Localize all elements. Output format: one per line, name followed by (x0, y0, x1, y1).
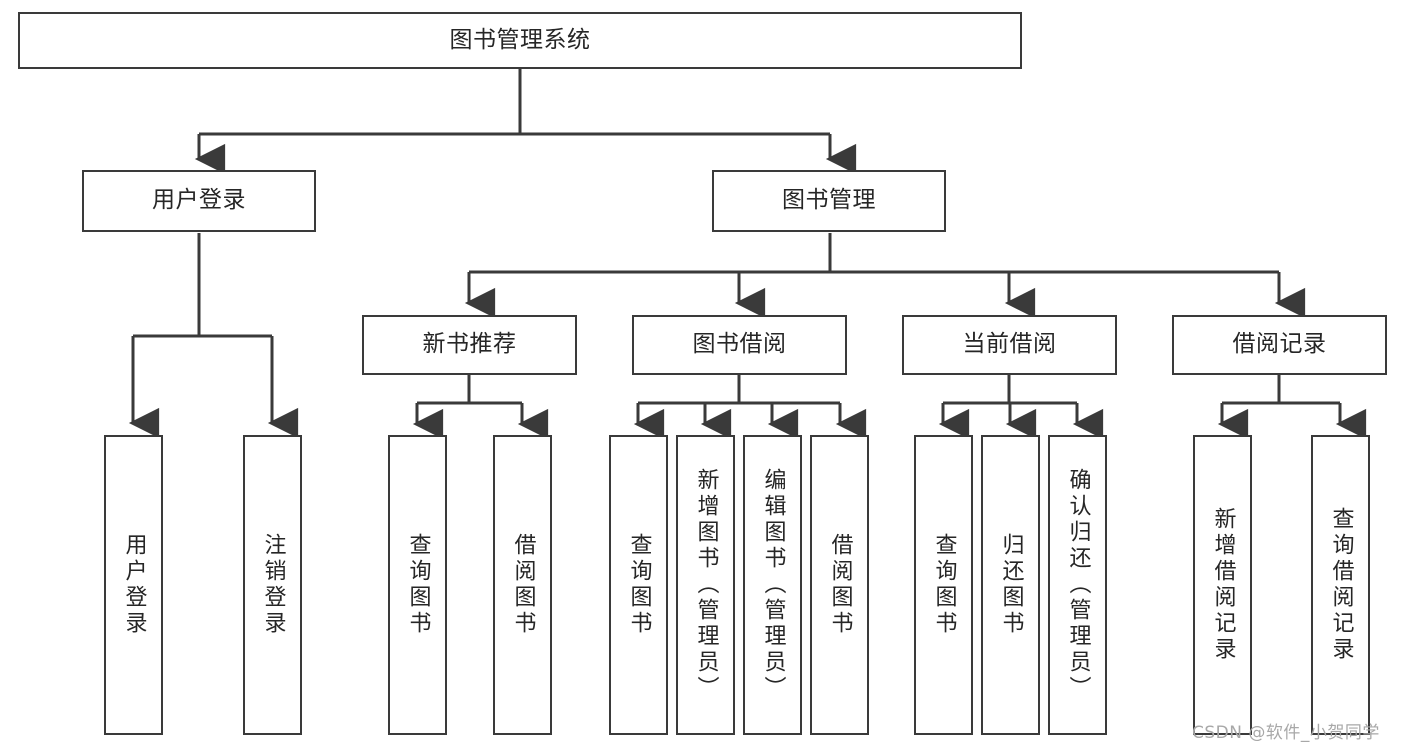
node-label: 当前借阅 (962, 331, 1057, 358)
leaf-borrow-record-query-record[interactable]: 查询借阅记录 (1311, 435, 1370, 735)
node-book-management[interactable]: 图书管理 (712, 170, 946, 232)
node-label: 借阅记录 (1232, 331, 1327, 358)
node-label: 查询图书 (626, 533, 652, 637)
node-label: 新增图书（管理员） (693, 468, 719, 702)
node-label: 确认归还（管理员） (1065, 468, 1091, 702)
node-label: 查询图书 (931, 533, 957, 637)
node-label: 借阅图书 (510, 533, 536, 637)
node-borrow-record[interactable]: 借阅记录 (1172, 315, 1387, 375)
node-label: 查询图书 (405, 533, 431, 637)
node-label: 用户登录 (152, 187, 246, 214)
node-book-borrow[interactable]: 图书借阅 (632, 315, 847, 375)
leaf-current-borrow-return-book[interactable]: 归还图书 (981, 435, 1040, 735)
leaf-current-borrow-confirm-return-admin[interactable]: 确认归还（管理员） (1048, 435, 1107, 735)
leaf-book-borrow-query-book[interactable]: 查询图书 (609, 435, 668, 735)
node-label: 用户登录 (121, 533, 147, 637)
node-label: 新书推荐 (422, 331, 517, 358)
leaf-user-login-logout[interactable]: 注销登录 (243, 435, 302, 735)
node-current-borrow[interactable]: 当前借阅 (902, 315, 1117, 375)
leaf-current-borrow-query-book[interactable]: 查询图书 (914, 435, 973, 735)
node-new-book-recommend[interactable]: 新书推荐 (362, 315, 577, 375)
leaf-book-borrow-edit-book-admin[interactable]: 编辑图书（管理员） (743, 435, 802, 735)
node-label: 注销登录 (260, 533, 286, 637)
leaf-book-borrow-borrow-book[interactable]: 借阅图书 (810, 435, 869, 735)
node-label: 图书管理系统 (449, 26, 591, 53)
leaf-book-borrow-add-book-admin[interactable]: 新增图书（管理员） (676, 435, 735, 735)
node-root-book-management-system[interactable]: 图书管理系统 (18, 12, 1022, 69)
node-label: 查询借阅记录 (1328, 507, 1354, 663)
leaf-new-book-query-book[interactable]: 查询图书 (388, 435, 447, 735)
leaf-borrow-record-add-record[interactable]: 新增借阅记录 (1193, 435, 1252, 735)
node-label: 图书借阅 (692, 331, 787, 358)
node-user-login[interactable]: 用户登录 (82, 170, 316, 232)
node-label: 归还图书 (998, 533, 1024, 637)
node-label: 新增借阅记录 (1210, 507, 1236, 663)
leaf-user-login-login[interactable]: 用户登录 (104, 435, 163, 735)
node-label: 借阅图书 (827, 533, 853, 637)
node-label: 图书管理 (782, 187, 876, 214)
leaf-new-book-borrow-book[interactable]: 借阅图书 (493, 435, 552, 735)
node-label: 编辑图书（管理员） (760, 468, 786, 702)
